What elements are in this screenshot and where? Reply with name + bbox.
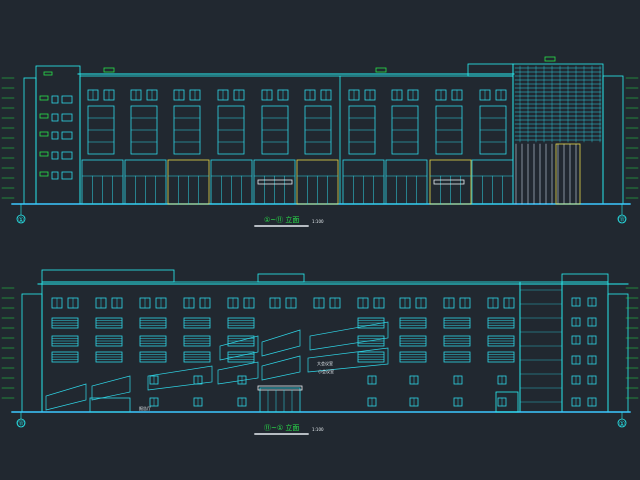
upper-elevation: [1, 56, 639, 227]
upper-stair-window: [61, 171, 73, 180]
upper-stair-window: [51, 171, 59, 180]
upper-stair-tag: [39, 151, 49, 157]
lower-elevation-scale: 1:100: [312, 427, 324, 432]
upper-stair-window: [61, 95, 73, 104]
lower-slanted-window: [217, 361, 259, 385]
upper-roof-sign: [375, 67, 387, 73]
upper-stair-window: [61, 131, 73, 140]
upper-stair-window: [61, 151, 73, 160]
upper-stair-tag: [39, 95, 49, 101]
upper-stair-tag: [39, 131, 49, 137]
upper-stair-window: [51, 131, 59, 140]
lower-ramp-panel: [89, 397, 131, 413]
lower-stair-core: [519, 281, 563, 413]
lower-slanted-window: [147, 365, 213, 391]
lower-service-door: [495, 391, 519, 413]
lower-parapet-mid: [257, 273, 305, 283]
upper-entrance-canopy: [433, 179, 465, 185]
upper-elevation-scale: 1:100: [312, 219, 324, 224]
lower-parapet-left: [41, 269, 175, 283]
lower-right-wing: [607, 293, 629, 413]
lower-slanted-window: [309, 321, 389, 351]
lower-main-block: [41, 281, 521, 413]
lower-slanted-window: [261, 329, 301, 357]
upper-glazing-frame: [555, 143, 581, 205]
upper-stair-window: [61, 113, 73, 122]
upper-roof-sign: [544, 56, 556, 62]
upper-entrance-canopy: [257, 179, 293, 185]
lower-slanted-window: [261, 355, 301, 381]
upper-stair-window: [51, 113, 59, 122]
upper-stair-window: [51, 151, 59, 160]
lower-slanted-window: [219, 335, 259, 361]
upper-elevation-title: ①~⑪ 立面: [264, 215, 299, 224]
lower-slanted-window: [307, 347, 389, 373]
upper-main-block: [79, 75, 514, 205]
lower-elevation-title: ⑪~① 立面: [264, 423, 299, 432]
lower-elevation: [1, 269, 639, 435]
upper-stair-tag: [39, 171, 49, 177]
upper-axis-left-label: ①: [18, 216, 24, 224]
upper-level-mark: [43, 71, 53, 76]
upper-left-wing: [23, 77, 37, 205]
upper-axis-right-label: ⑪: [619, 216, 626, 224]
upper-stair-window: [51, 95, 59, 104]
lower-parapet-right: [561, 273, 609, 283]
upper-tower-parapet: [467, 63, 514, 77]
lower-entrance-canopy: [257, 385, 303, 391]
room-annotation-small: 小会议室: [318, 368, 334, 374]
upper-roof-sign: [103, 67, 115, 73]
lower-entrance-door: [259, 387, 301, 413]
lower-axis-right-label: ①: [619, 420, 625, 428]
room-annotation-hall: 报告厅: [139, 405, 151, 411]
lower-slanted-window: [91, 375, 131, 401]
lower-right-block: [561, 281, 609, 413]
upper-right-wing: [602, 75, 624, 205]
lower-slanted-window: [45, 383, 87, 411]
lower-axis-left-label: ⑪: [18, 420, 25, 428]
room-annotation-large: 大会议室: [317, 360, 333, 366]
lower-left-wing: [21, 293, 43, 413]
upper-stair-tag: [39, 113, 49, 119]
